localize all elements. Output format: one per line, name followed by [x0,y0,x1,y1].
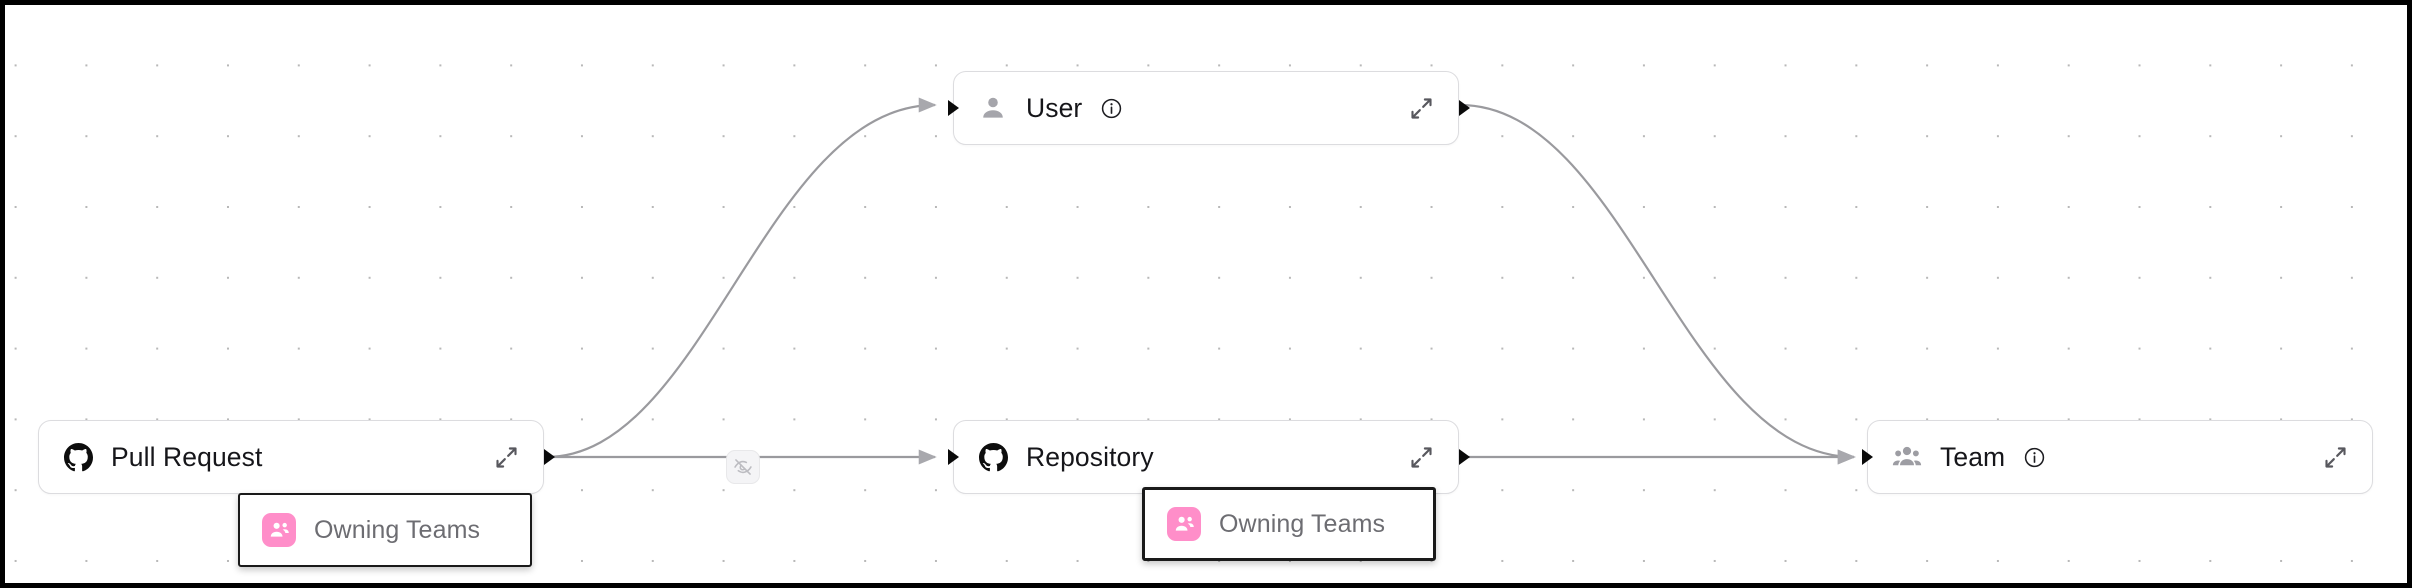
node-label-user: User [1026,92,1083,123]
node-repository[interactable]: Repository [948,420,1470,494]
info-circle-icon[interactable] [1099,96,1123,120]
property-chip-label: Owning Teams [1219,509,1386,538]
edge-hidden-badge[interactable] [726,450,760,484]
people-group-pink-icon [1167,507,1201,541]
node-output-port[interactable] [544,449,555,465]
node-input-port[interactable] [1862,449,1873,465]
expand-diagonal-icon[interactable] [491,442,521,472]
expand-diagonal-icon[interactable] [1406,93,1436,123]
node-pull-request[interactable]: Pull Request [38,420,555,494]
property-chip-owning-teams-repository[interactable]: Owning Teams [1142,487,1436,561]
people-group-pink-icon [262,513,296,547]
property-chip-owning-teams-pull-request[interactable]: Owning Teams [238,493,532,567]
node-input-port[interactable] [948,100,959,116]
eye-off-icon [734,459,752,475]
expand-diagonal-icon[interactable] [1406,442,1436,472]
people-group-icon [1892,442,1922,472]
info-circle-icon[interactable] [2022,445,2046,469]
node-output-port[interactable] [1459,449,1470,465]
node-team[interactable]: Team [1862,420,2373,494]
property-chip-label: Owning Teams [314,515,481,544]
node-input-port[interactable] [948,449,959,465]
github-icon [978,442,1008,472]
edge-pull-request-to-user [545,97,937,459]
github-icon [63,442,93,472]
node-output-port[interactable] [1459,100,1470,116]
edge-user-to-team [1459,103,1856,465]
person-icon [978,93,1008,123]
node-label-repository: Repository [1026,441,1154,472]
node-user[interactable]: User [948,71,1470,145]
node-label-team: Team [1940,441,2006,472]
expand-diagonal-icon[interactable] [2320,442,2350,472]
node-label-pull-request: Pull Request [111,441,263,472]
